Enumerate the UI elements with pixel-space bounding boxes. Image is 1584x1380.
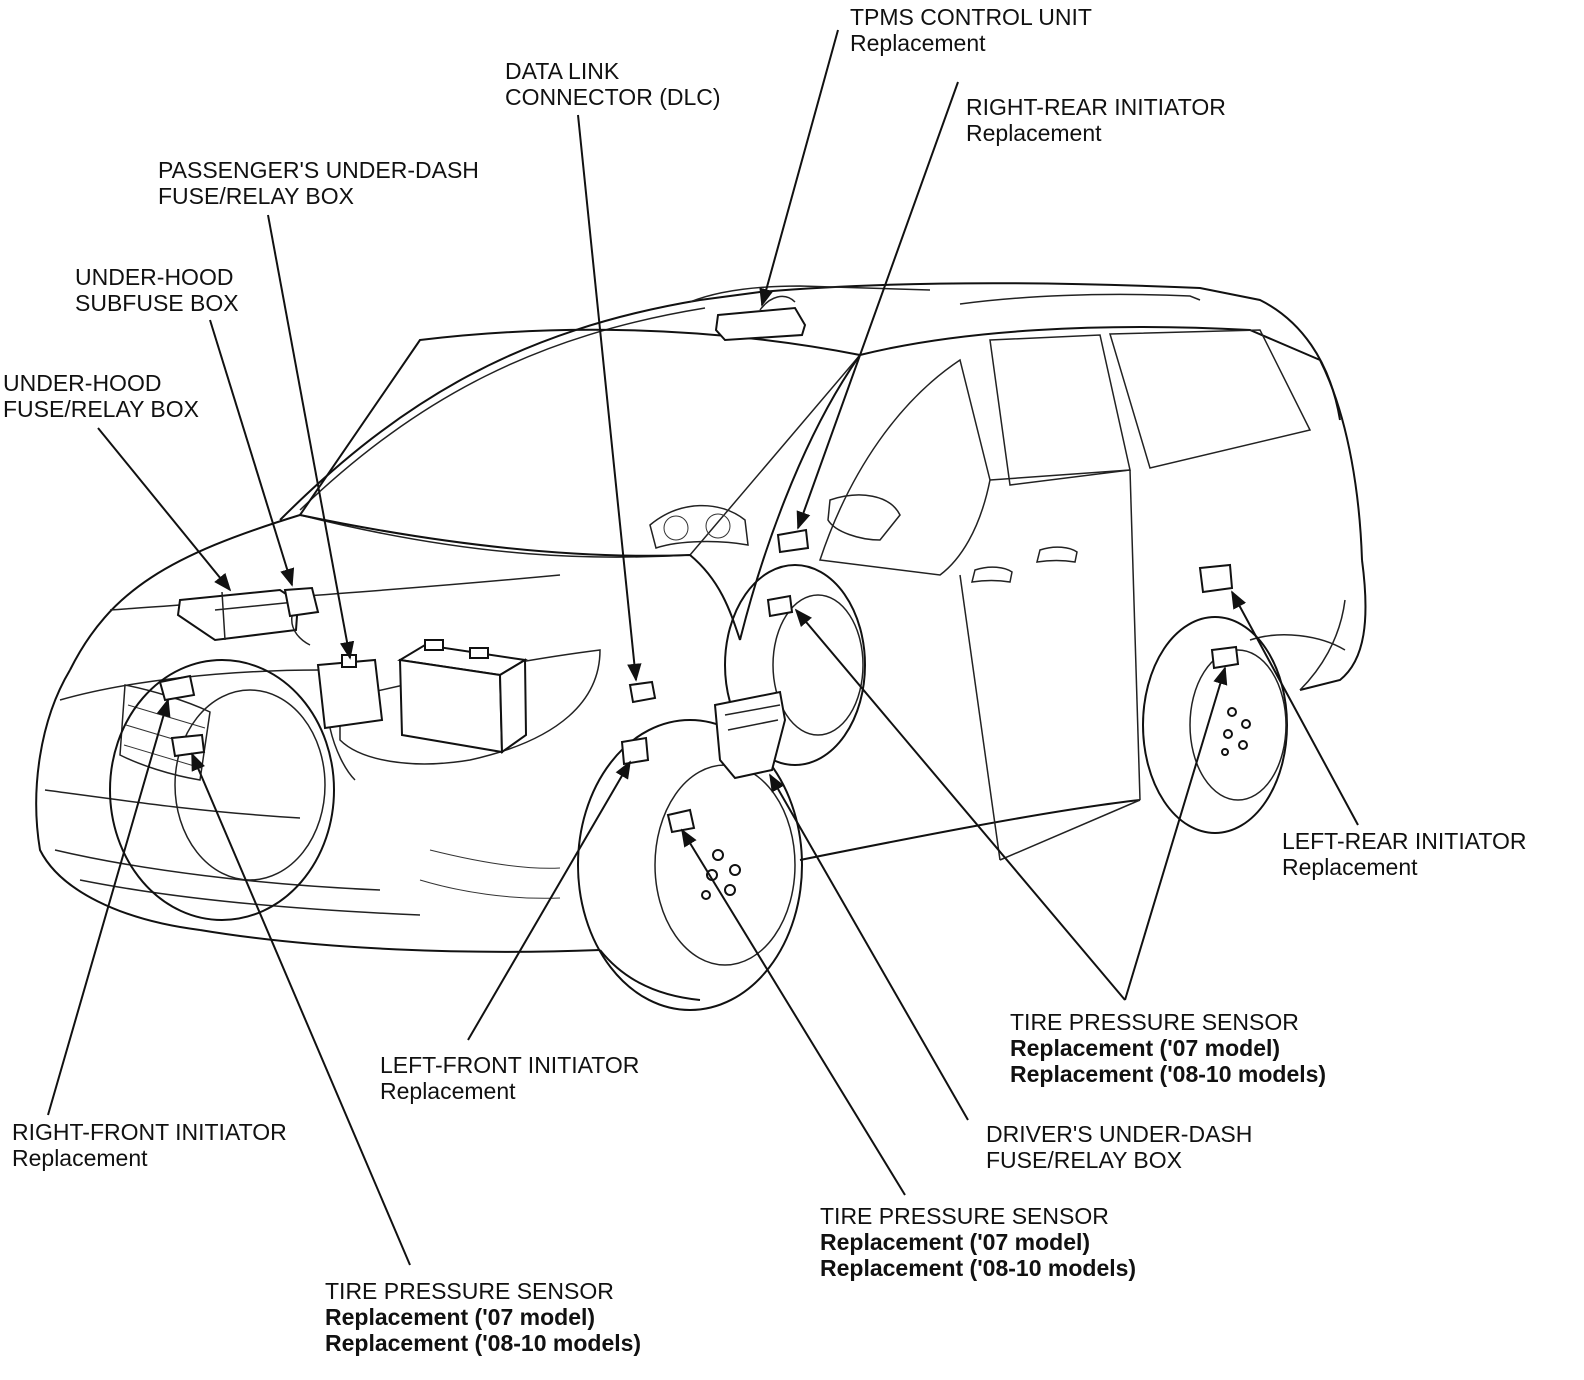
- drivers-underdash-box-part: [713, 690, 787, 780]
- label-underhood-subfuse-box: UNDER-HOOD SUBFUSE BOX: [75, 264, 239, 316]
- tps-right-front-replacement-07-link[interactable]: Replacement ('07 model): [325, 1304, 596, 1330]
- drivers-box-title-line-1: DRIVER'S UNDER-DASH: [986, 1121, 1253, 1147]
- right-rear-initiator-replacement-link[interactable]: Replacement: [966, 120, 1102, 146]
- label-tire-pressure-sensor-right-front: TIRE PRESSURE SENSOR Replacement ('07 mo…: [325, 1278, 641, 1356]
- right-front-initiator-replacement-link[interactable]: Replacement: [12, 1145, 148, 1171]
- passenger-box-title-line-1: PASSENGER'S UNDER-DASH: [158, 157, 479, 183]
- label-passenger-underdash-box: PASSENGER'S UNDER-DASH FUSE/RELAY BOX: [158, 157, 479, 209]
- passenger-underdash-box-part: [316, 654, 384, 781]
- subfuse-box-title-line-1: UNDER-HOOD: [75, 264, 234, 290]
- drivers-box-title-line-2: FUSE/RELAY BOX: [986, 1147, 1182, 1173]
- right-rear-wheel: [724, 564, 866, 766]
- tps-right-front-replacement-08-10-link[interactable]: Replacement ('08-10 models): [325, 1330, 642, 1356]
- battery-part: [397, 639, 528, 754]
- left-rear-initiator-title: LEFT-REAR INITIATOR: [1282, 828, 1527, 854]
- tps-rear-replacement-07-link[interactable]: Replacement ('07 model): [1010, 1035, 1281, 1061]
- underhood-box-title-line-1: UNDER-HOOD: [3, 370, 162, 396]
- tpms-control-unit-title: TPMS CONTROL UNIT: [850, 4, 1092, 30]
- left-front-initiator-title: LEFT-FRONT INITIATOR: [380, 1052, 640, 1078]
- label-underhood-fuse-relay-box: UNDER-HOOD FUSE/RELAY BOX: [3, 370, 199, 422]
- label-left-front-initiator: LEFT-FRONT INITIATOR Replacement: [380, 1052, 639, 1104]
- right-rear-initiator-title: RIGHT-REAR INITIATOR: [966, 94, 1226, 120]
- tps-left-front-title: TIRE PRESSURE SENSOR: [820, 1203, 1109, 1229]
- label-tpms-control-unit: TPMS CONTROL UNIT Replacement: [850, 4, 1092, 56]
- label-drivers-underdash-box: DRIVER'S UNDER-DASH FUSE/RELAY BOX: [986, 1121, 1252, 1173]
- label-tire-pressure-sensor-left-front: TIRE PRESSURE SENSOR Replacement ('07 mo…: [820, 1203, 1136, 1281]
- tpms-control-unit-part: [714, 295, 807, 342]
- left-rear-initiator-replacement-link[interactable]: Replacement: [1282, 854, 1418, 880]
- right-front-wheel: [109, 659, 335, 921]
- left-rear-wheel: [1142, 616, 1288, 834]
- right-front-initiator-title: RIGHT-FRONT INITIATOR: [12, 1119, 287, 1145]
- subfuse-box-title-line-2: SUBFUSE BOX: [75, 290, 239, 316]
- label-data-link-connector: DATA LINK CONNECTOR (DLC): [505, 58, 721, 110]
- tpms-control-unit-replacement-link[interactable]: Replacement: [850, 30, 986, 56]
- dlc-title-line-1: DATA LINK: [505, 58, 620, 84]
- dlc-title-line-2: CONNECTOR (DLC): [505, 84, 721, 110]
- label-tire-pressure-sensor-rear: TIRE PRESSURE SENSOR Replacement ('07 mo…: [1010, 1009, 1326, 1087]
- passenger-box-title-line-2: FUSE/RELAY BOX: [158, 183, 354, 209]
- label-right-front-initiator: RIGHT-FRONT INITIATOR Replacement: [12, 1119, 287, 1171]
- tps-rear-replacement-08-10-link[interactable]: Replacement ('08-10 models): [1010, 1061, 1327, 1087]
- underhood-fuse-relay-box-part: [176, 588, 300, 642]
- tire-pressure-sensor-parts: [666, 594, 1240, 834]
- underhood-subfuse-box-part: [283, 586, 320, 646]
- tps-rear-title: TIRE PRESSURE SENSOR: [1010, 1009, 1299, 1035]
- left-front-initiator-replacement-link[interactable]: Replacement: [380, 1078, 516, 1104]
- initiator-parts: [158, 528, 1234, 766]
- tps-right-front-title: TIRE PRESSURE SENSOR: [325, 1278, 614, 1304]
- tps-left-front-replacement-08-10-link[interactable]: Replacement ('08-10 models): [820, 1255, 1137, 1281]
- leader-lines: [47, 29, 1359, 1266]
- tps-left-front-replacement-07-link[interactable]: Replacement ('07 model): [820, 1229, 1091, 1255]
- label-right-rear-initiator: RIGHT-REAR INITIATOR Replacement: [966, 94, 1226, 146]
- dlc-part: [628, 680, 657, 704]
- label-left-rear-initiator: LEFT-REAR INITIATOR Replacement: [1282, 828, 1527, 880]
- vehicle-body: [35, 282, 1367, 1001]
- underhood-box-title-line-2: FUSE/RELAY BOX: [3, 396, 199, 422]
